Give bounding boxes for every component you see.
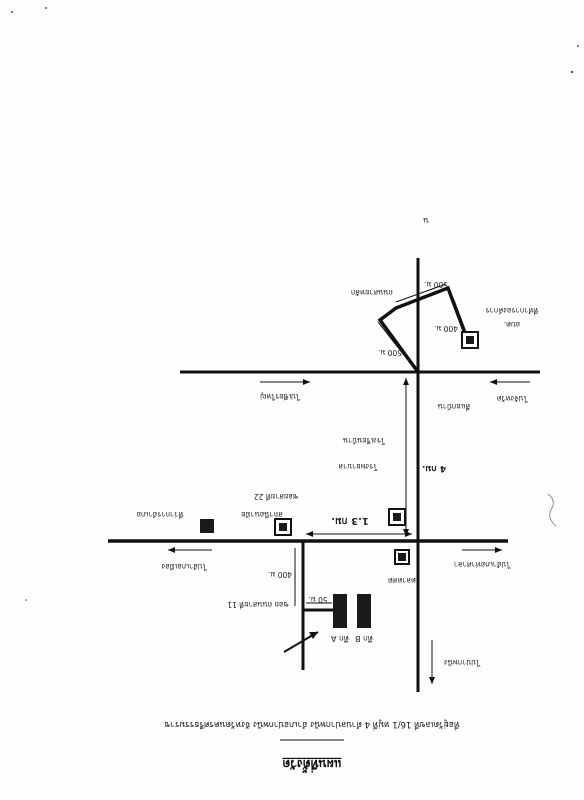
to-north-top-label: ไปเชียรใหญ่ [260,392,301,401]
map-subtitle: ที่อยู่วัดเลขที่ 16/1 หมู่ที่ 4 ตำบลปากพ… [164,719,459,731]
building-b-icon [357,594,371,628]
dist-500m-b-label: 500 ม. [424,280,448,289]
to-west-label: ไปจังหวัด [497,394,529,403]
temple-pointer-arrowhead [309,632,318,639]
route-to-destination [377,285,468,374]
dist-50m-label: 50 ม. [308,595,327,604]
market-label: ตลาดสด [388,576,416,585]
scan-speck [570,70,574,74]
destination-label: อบต. [504,320,521,329]
district-office-icon [200,519,214,533]
dist-1-3km-label: 1.3 กม. [331,515,369,526]
to-north-bottom-label: ไปปากพนัง [444,658,481,667]
soi-22-label: ซอยสายที่ 22 [254,492,298,502]
building-b-label: ตึก B [355,634,373,643]
to-south-label: ไปอำเภอเมือง [161,562,207,571]
health-center-label: สถานีอนามัย [241,510,283,519]
scan-scribble [547,493,557,527]
arrow-bottom-head [429,677,435,684]
hospital-label: โรงพยาบาล [339,462,378,471]
arrow-east-head [495,547,502,553]
dist-500m-a-label: 500 ม. [378,348,402,357]
dist-400m-right-label: 400 ม. [434,324,458,333]
scan-speck [11,11,13,13]
building-a-label: ตึก A [330,634,349,643]
north-marker-label: น [423,216,429,225]
to-east-label: ไปอำเภอท่าศาลา [454,560,511,569]
arrow-south-head [168,547,175,553]
school-top-label: โรงเรียนบ้าน [343,436,385,445]
dist-400m-left-label: 400 ม. [268,570,292,579]
four-way-label: สี่แยกบ้าน [438,402,471,412]
road-north-label: ถนนสายหลัก [351,288,393,297]
soi-11-label: ซอย ถนนสายที่ 11 [227,600,288,610]
scan-speck [45,7,47,9]
dist-4km-label: 4 กม. [422,463,446,473]
building-a-icon [333,594,347,628]
map-title: แผนที่ตั้งวัด [282,757,341,774]
scan-speck [577,45,579,47]
scan-speck [25,599,27,601]
destination-sub-label: ที่ทำการองค์การ [486,306,539,316]
district-office-label: ที่ว่าการอำเภอ [137,510,184,520]
